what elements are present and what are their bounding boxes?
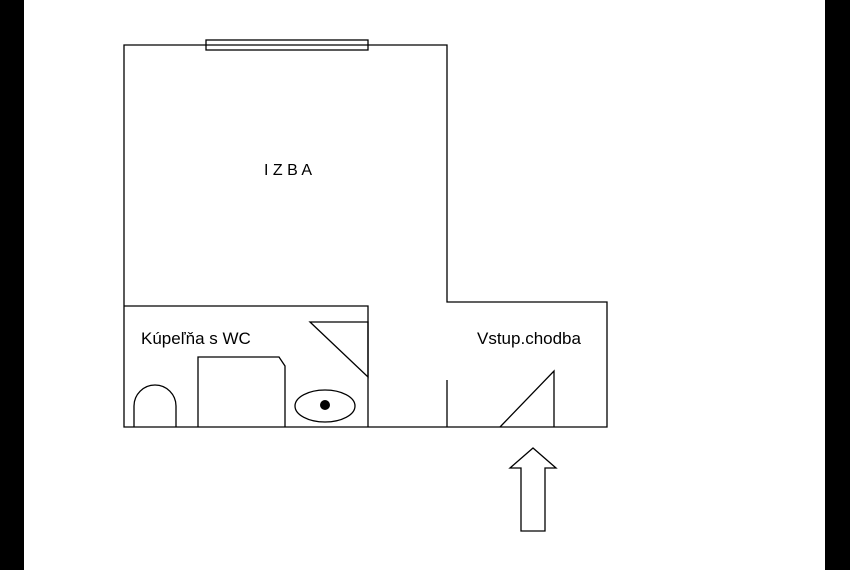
bathtub-icon — [197, 356, 286, 427]
entrance-door-swing-icon — [499, 369, 555, 428]
bathroom-top-wall — [124, 305, 369, 427]
entrance-arrow-icon — [508, 447, 558, 532]
room-label-hall: Vstup.chodba — [477, 329, 582, 348]
floor-plan-page: I Z B A Kúpeľňa s WC Vstup.chodba — [24, 0, 825, 570]
washbasin-icon — [294, 389, 356, 423]
outer-walls — [123, 44, 608, 428]
bathroom-door-swing-icon — [308, 321, 369, 379]
window — [205, 39, 369, 51]
room-label-izba: I Z B A — [264, 162, 312, 179]
washbasin-drain-icon — [320, 400, 330, 410]
toilet-icon — [133, 384, 177, 427]
room-label-bathroom: Kúpeľňa s WC — [141, 329, 251, 348]
floor-plan-drawing: I Z B A Kúpeľňa s WC Vstup.chodba — [123, 39, 608, 532]
